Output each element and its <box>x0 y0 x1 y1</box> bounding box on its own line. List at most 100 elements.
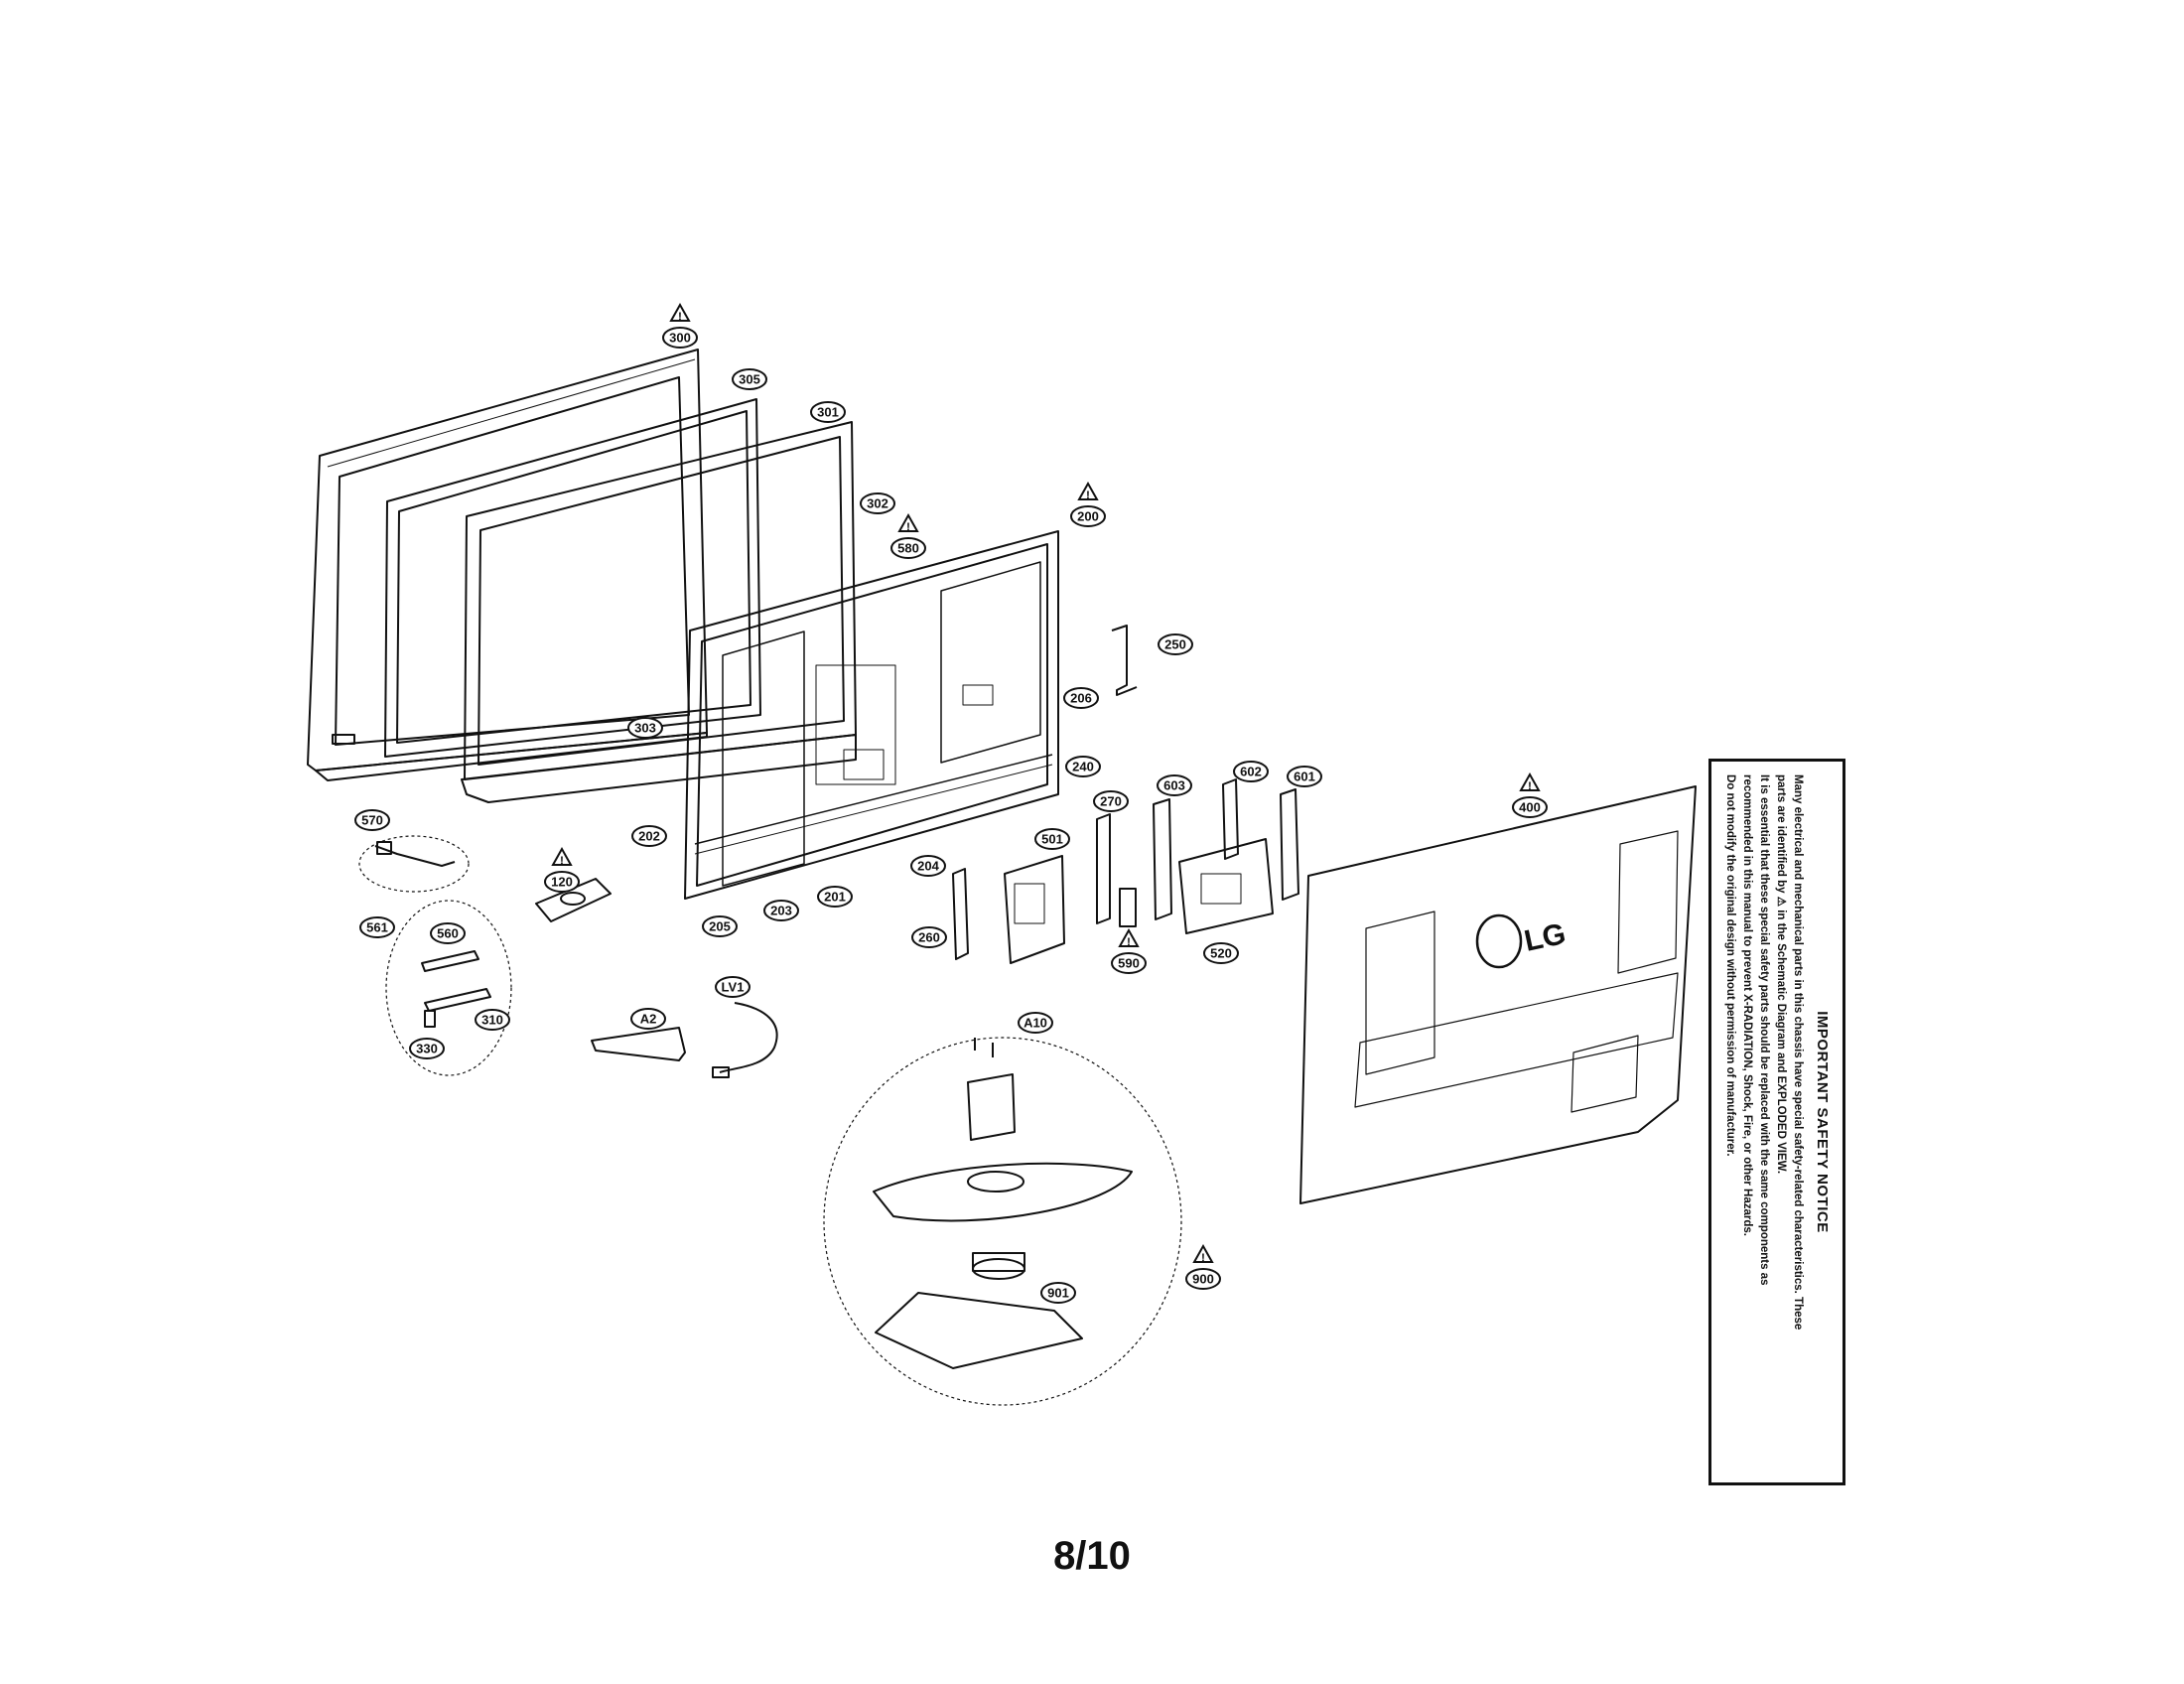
warning-triangle-icon <box>897 512 919 532</box>
callout-label: 570 <box>361 813 383 828</box>
callout-label: 560 <box>437 926 459 941</box>
part-590 <box>1119 888 1137 927</box>
callout-label: 205 <box>709 919 731 934</box>
callout-270: 270 <box>1093 790 1129 812</box>
callout-label: LV1 <box>722 980 745 995</box>
callout-203: 203 <box>763 900 799 921</box>
callout-bubble <box>1512 796 1548 818</box>
callout-label: 901 <box>1047 1286 1069 1301</box>
callout-250: 250 <box>1158 633 1193 655</box>
callout-label: 601 <box>1294 770 1315 784</box>
callout-bubble <box>631 825 667 847</box>
warning-exclamation-icon: ! <box>1201 1252 1205 1264</box>
cable-lv1 <box>712 1002 778 1078</box>
callout-a2: A2 <box>630 1008 666 1030</box>
callout-label: 301 <box>817 405 839 420</box>
callout-bubble <box>354 809 390 831</box>
stand-assembly-900 <box>823 1037 1182 1406</box>
callout-bubble <box>627 717 663 739</box>
callout-bubble <box>630 1008 666 1030</box>
callout-bubble <box>817 886 853 908</box>
callout-bubble <box>1287 766 1322 787</box>
callout-label: 204 <box>917 859 939 874</box>
warning-exclamation-icon: ! <box>1528 780 1532 792</box>
callout-bubble <box>409 1038 445 1059</box>
board-603 <box>1153 798 1172 920</box>
page-number: 8/10 <box>1053 1534 1131 1578</box>
warning-triangle-icon <box>1077 481 1099 500</box>
front-bezel <box>307 349 708 781</box>
callout-240: 240 <box>1065 756 1101 777</box>
warning-exclamation-icon: ! <box>678 311 682 323</box>
part-callouts: 300! 305 301 302 200! 580! 250 206 240 303 202 570 1… <box>354 302 1548 1304</box>
callout-bubble <box>1111 952 1147 974</box>
main-board-520 <box>1178 838 1274 934</box>
callout-label: 590 <box>1118 956 1140 971</box>
callout-bubble <box>1185 1268 1221 1290</box>
bracket-250 <box>1111 625 1138 696</box>
callout-580: 580! <box>890 512 926 559</box>
callout-label: 240 <box>1072 760 1094 774</box>
safety-notice-line: Many electrical and mechanical parts in … <box>1792 774 1804 1331</box>
callout-a10: A10 <box>1018 1012 1053 1034</box>
warning-triangle-icon <box>1192 1243 1214 1263</box>
callout-bubble <box>544 871 580 893</box>
callout-label: 260 <box>918 930 940 945</box>
warning-triangle-icon <box>1118 927 1140 947</box>
callout-label: 206 <box>1070 691 1092 706</box>
callout-bubble <box>1018 1012 1053 1034</box>
main-chassis <box>684 530 1059 900</box>
callout-bubble <box>359 916 395 938</box>
callout-bubble <box>763 900 799 921</box>
safety-notice-body: Many electrical and mechanical parts in … <box>1721 774 1806 1470</box>
callout-bubble <box>702 915 738 937</box>
callout-200: 200! <box>1070 481 1106 527</box>
callout-bubble <box>860 492 895 514</box>
callout-bubble <box>715 976 751 998</box>
callout-bubble <box>1065 756 1101 777</box>
callout-bubble <box>1203 942 1239 964</box>
callout-901: 901 <box>1040 1282 1076 1304</box>
callout-bubble <box>662 327 698 349</box>
callout-bubble <box>1093 790 1129 812</box>
callout-bubble <box>732 368 767 390</box>
warning-exclamation-icon: ! <box>906 521 910 533</box>
callout-label: 900 <box>1192 1272 1214 1287</box>
callout-520: 520 <box>1203 942 1239 964</box>
callout-label: 120 <box>551 875 573 890</box>
callout-label: 520 <box>1210 946 1232 961</box>
callout-bubble <box>911 926 947 948</box>
safety-notice-box: IMPORTANT SAFETY NOTICE Many electrical … <box>1708 759 1845 1485</box>
callout-601: 601 <box>1287 766 1322 787</box>
back-cover <box>1299 785 1697 1204</box>
callout-300: 300! <box>662 302 698 349</box>
callout-label: 305 <box>739 372 760 387</box>
callout-204: 204 <box>910 855 946 877</box>
callout-302: 302 <box>860 492 895 514</box>
callout-bubble <box>1070 505 1106 527</box>
callout-label: 250 <box>1164 637 1186 652</box>
warning-exclamation-icon: ! <box>1086 490 1090 501</box>
safety-notice-line: It is essential that these special safet… <box>1758 774 1770 1286</box>
callout-label: 302 <box>867 496 888 511</box>
warning-triangle-icon <box>669 302 691 322</box>
callout-label: 310 <box>481 1013 503 1028</box>
callout-400: 400! <box>1512 772 1548 818</box>
callout-label: 603 <box>1163 778 1185 793</box>
callout-205: 205 <box>702 915 738 937</box>
callout-602: 602 <box>1233 761 1269 782</box>
callout-bubble <box>810 401 846 423</box>
ir-receiver-assembly-561 <box>385 900 512 1076</box>
callout-label: 203 <box>770 904 792 918</box>
callout-561: 561 <box>359 916 395 938</box>
callout-202: 202 <box>631 825 667 847</box>
safety-notice-line: Do not modify the original design withou… <box>1724 774 1736 1157</box>
board-501 <box>1004 855 1065 964</box>
callout-301: 301 <box>810 401 846 423</box>
speaker-assembly-570 <box>358 835 470 893</box>
callout-label: 580 <box>897 541 919 556</box>
callout-303: 303 <box>627 717 663 739</box>
callout-bubble <box>1157 774 1192 796</box>
callout-bubble <box>1040 1282 1076 1304</box>
